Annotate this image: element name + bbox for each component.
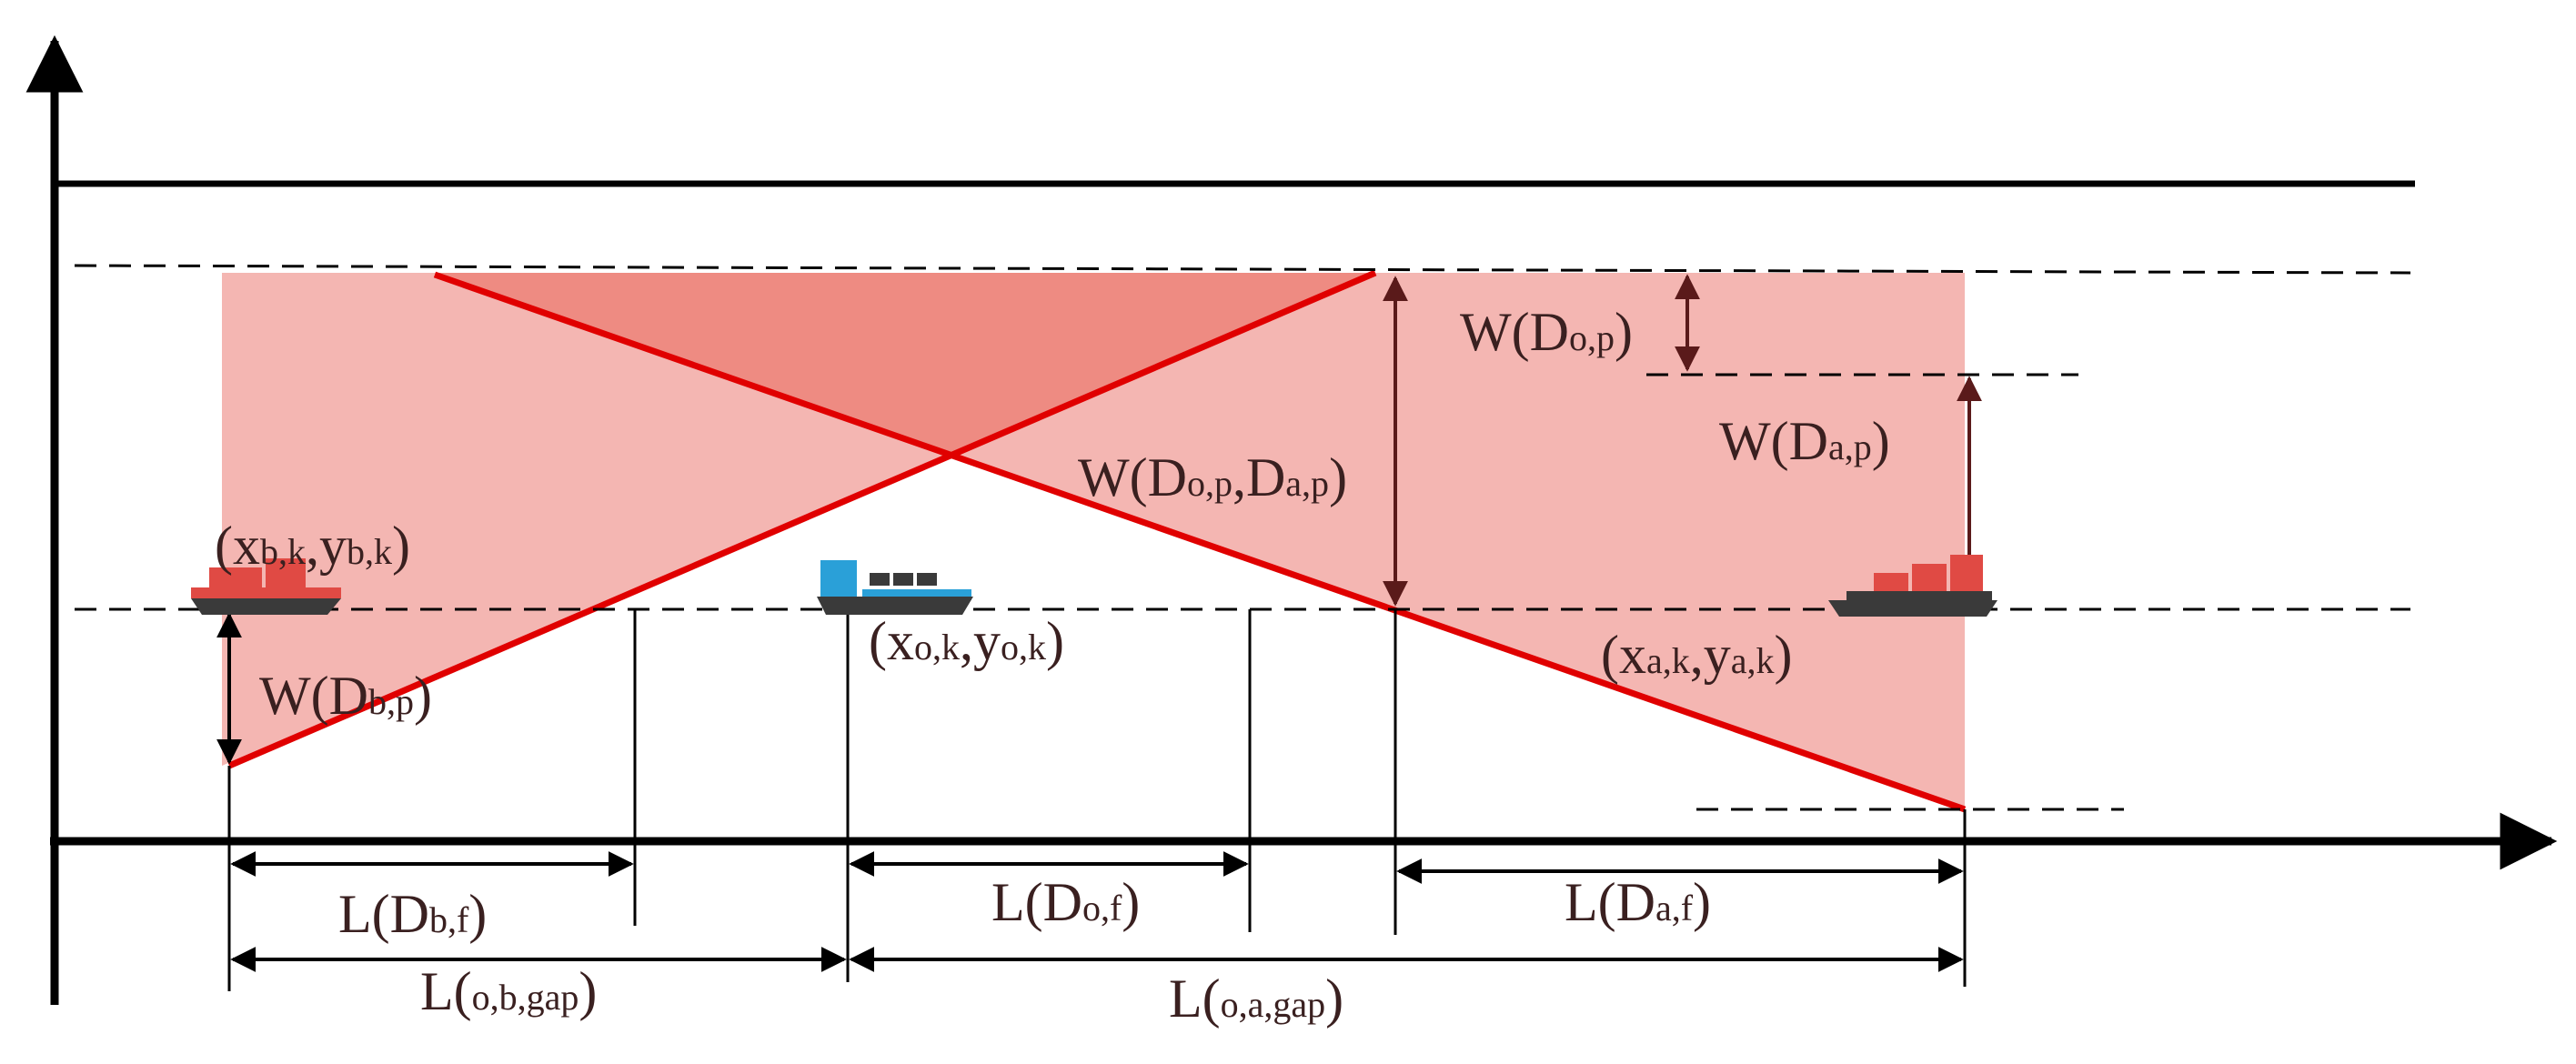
boundary-line-rising (227, 269, 1377, 769)
label-w-op: W(Do,p) (1460, 302, 1633, 362)
ship-o-icon (817, 560, 973, 615)
label-o-position: (xo,k,yo,k) (869, 611, 1064, 671)
dashed-line-upper (74, 264, 2411, 275)
label-w-op-ap: W(Do,p,Da,p) (1078, 447, 1347, 507)
ship-b-icon (191, 558, 341, 615)
label-w-ap: W(Da,p) (1719, 411, 1890, 471)
ship-a-icon (1828, 555, 1997, 617)
domain-zone-left (222, 273, 946, 766)
label-w-bp: W(Db,p) (259, 666, 432, 726)
domain-overlap-zone (435, 273, 1375, 453)
label-l-af: L(Da,f) (1565, 872, 1711, 932)
label-l-obgap: L(o,b,gap) (420, 961, 597, 1021)
domain-zone-right (946, 273, 1965, 809)
label-l-of: L(Do,f) (991, 872, 1140, 932)
label-l-bf: L(Db,f) (338, 884, 487, 944)
boundary-line-falling (433, 271, 1967, 813)
label-a-position: (xa,k,ya,k) (1601, 625, 1793, 685)
label-b-position: (xb,k,yb,k) (215, 516, 410, 576)
label-l-oagap: L(o,a,gap) (1169, 969, 1343, 1029)
